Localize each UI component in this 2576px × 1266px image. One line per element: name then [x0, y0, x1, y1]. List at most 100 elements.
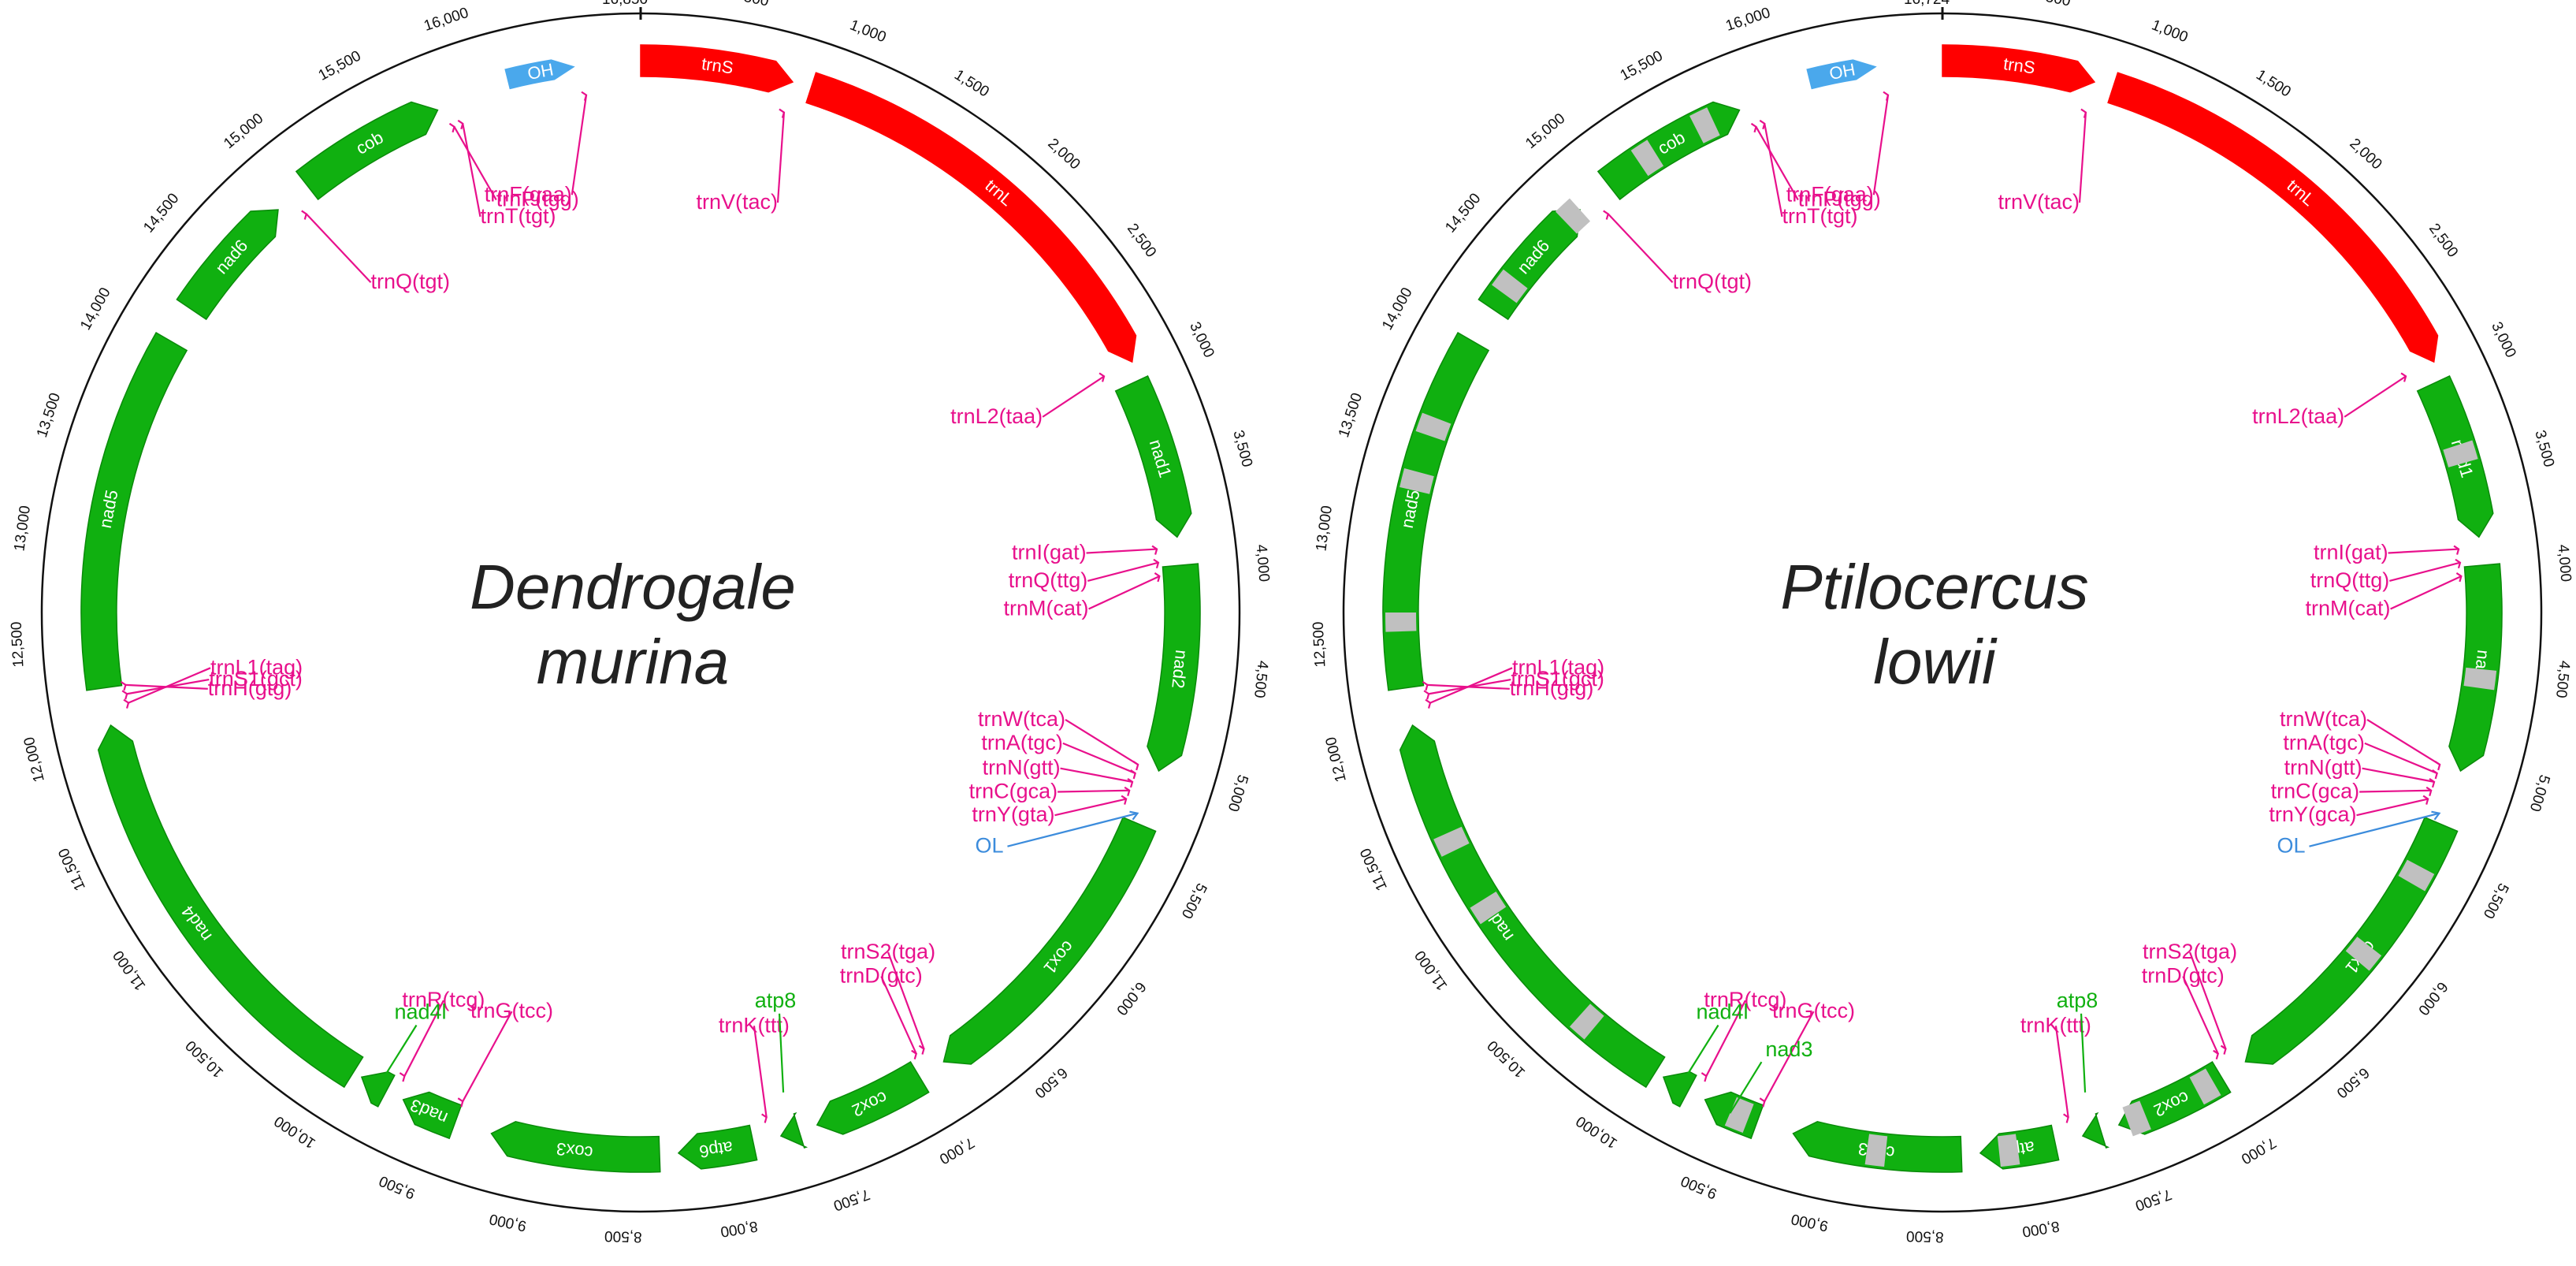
sequence-gap: [1385, 613, 1417, 632]
nad4l-label: nad4l: [394, 1000, 446, 1023]
tick-label: 8,000: [719, 1217, 759, 1239]
trna-label: trnS2(tga): [2143, 940, 2237, 963]
tick-label: 4,000: [2555, 544, 2574, 583]
trna-label: trnM(cat): [2306, 596, 2391, 620]
trna-arrow: [1755, 126, 1799, 201]
tick-label: 10,500: [183, 1037, 227, 1081]
sequence-gap: [1569, 1003, 1604, 1040]
trna-arrowhead: [1124, 786, 1131, 797]
ol-arrowhead: [1129, 810, 1139, 821]
tick-label: 14,000: [1379, 285, 1416, 333]
tick-label: 11,500: [55, 846, 88, 893]
trna-arrowhead: [2213, 1049, 2220, 1060]
atp8-leader: [778, 1013, 785, 1093]
trna-arrowhead: [581, 91, 588, 101]
trna-label: trnL2(taa): [950, 404, 1043, 428]
trna-arrow: [1872, 95, 1890, 195]
gene-block: [1382, 331, 1490, 691]
trna-arrowhead: [1127, 777, 1134, 788]
trna-arrowhead: [1883, 91, 1890, 101]
trna-label: trnT(tgt): [1782, 204, 1857, 228]
gene-block: [504, 59, 575, 90]
trna-arrow: [403, 1000, 444, 1077]
tick-label: 13,000: [1313, 505, 1336, 552]
tick-label: 2,000: [2346, 136, 2385, 173]
trna-arrowhead: [1750, 122, 1757, 133]
tick-label: 15,500: [1618, 47, 1666, 84]
trna-arrowhead: [1154, 572, 1161, 583]
nad4l-leader: [376, 1024, 418, 1089]
sequence-gap: [2463, 667, 2497, 691]
tick-label: 1,500: [2253, 67, 2293, 101]
tick-label: 6,500: [2333, 1064, 2373, 1101]
tick-label: 8,000: [2021, 1217, 2061, 1239]
gene-label: trnS: [701, 54, 734, 77]
ol-leader: [2309, 812, 2440, 847]
trna-arrow: [2364, 742, 2438, 774]
tick-label: 5,500: [1178, 881, 1210, 922]
trna-label: trnL2(taa): [2252, 404, 2344, 428]
trna-arrow: [1062, 742, 1136, 774]
gene-block: [360, 1071, 396, 1108]
gene-block: [1147, 563, 1201, 773]
trna-label: trnS1(gct): [1511, 667, 1604, 691]
trna-arrow: [2359, 789, 2432, 793]
tick-label: 500: [742, 0, 770, 9]
species-name-line1: Dendrogale: [470, 552, 796, 622]
trna-label: trnP(tgg): [1798, 188, 1881, 211]
trna-arrowhead: [1132, 761, 1139, 771]
trna-arrowhead: [2434, 761, 2441, 771]
gene-block: [490, 1121, 661, 1173]
trna-label: trnN(gtt): [2284, 756, 2362, 780]
trna-arrowhead: [911, 1049, 918, 1060]
sequence-gap: [1415, 412, 1452, 441]
gene-block: [942, 816, 1157, 1065]
trna-arrow: [1429, 667, 1513, 704]
sequence-gap: [1689, 107, 1720, 143]
trna-arrowhead: [779, 108, 786, 118]
tick-label: 3,500: [1229, 428, 1255, 468]
sequence-gap: [1492, 269, 1528, 303]
trna-arrow: [1764, 1011, 1815, 1102]
trna-arrow: [1054, 798, 1127, 817]
tick-label: 6,000: [1113, 978, 1149, 1018]
trna-arrowhead: [1423, 690, 1430, 700]
trna-label: trnK(ttt): [719, 1013, 790, 1037]
tick-label: 16,000: [1723, 5, 1772, 35]
trna-arrow: [2182, 976, 2219, 1055]
gene-block: [805, 72, 1137, 363]
trna-arrowhead: [448, 122, 455, 133]
gene-label: cox3: [556, 1139, 594, 1163]
tick-label: 2,500: [1124, 221, 1159, 261]
tick-label: 3,000: [2488, 319, 2519, 360]
trna-arrowhead: [1759, 1097, 1766, 1108]
sequence-gap: [1997, 1134, 2020, 1167]
trna-label: trnL1(tag): [210, 655, 303, 679]
ol-label: OL: [2277, 834, 2305, 858]
ol-arrowhead: [2431, 810, 2441, 821]
tick-label: 9,500: [377, 1172, 418, 1202]
tick-label-total: 16,724: [1904, 0, 1950, 8]
trna-arrow: [1086, 548, 1158, 554]
gene-block: [97, 724, 364, 1089]
trna-arrow: [571, 95, 588, 195]
trna-arrowhead: [121, 690, 128, 700]
trna-arrowhead: [2453, 545, 2460, 555]
tick-label: 4,500: [1251, 660, 1271, 699]
tick-label: 7,500: [2133, 1186, 2174, 1214]
tick-label: 14,000: [77, 285, 114, 333]
tick-label: 2,000: [1044, 136, 1083, 173]
atp8-leader: [2080, 1013, 2087, 1093]
trna-arrowhead: [457, 119, 464, 130]
sequence-gap: [1555, 198, 1591, 234]
gene-block: [1399, 724, 1666, 1089]
tick-label: 1,500: [951, 67, 991, 101]
trna-label: trnQ(tgt): [1673, 270, 1753, 293]
gene-block: [402, 1091, 463, 1140]
trna-arrowhead: [123, 698, 130, 709]
tick-label: 4,500: [2552, 660, 2573, 699]
trna-arrowhead: [2432, 769, 2438, 780]
trna-label: trnV(tac): [1998, 190, 2080, 214]
tick-label: 5,000: [2526, 773, 2553, 814]
trna-arrow: [2366, 719, 2440, 765]
